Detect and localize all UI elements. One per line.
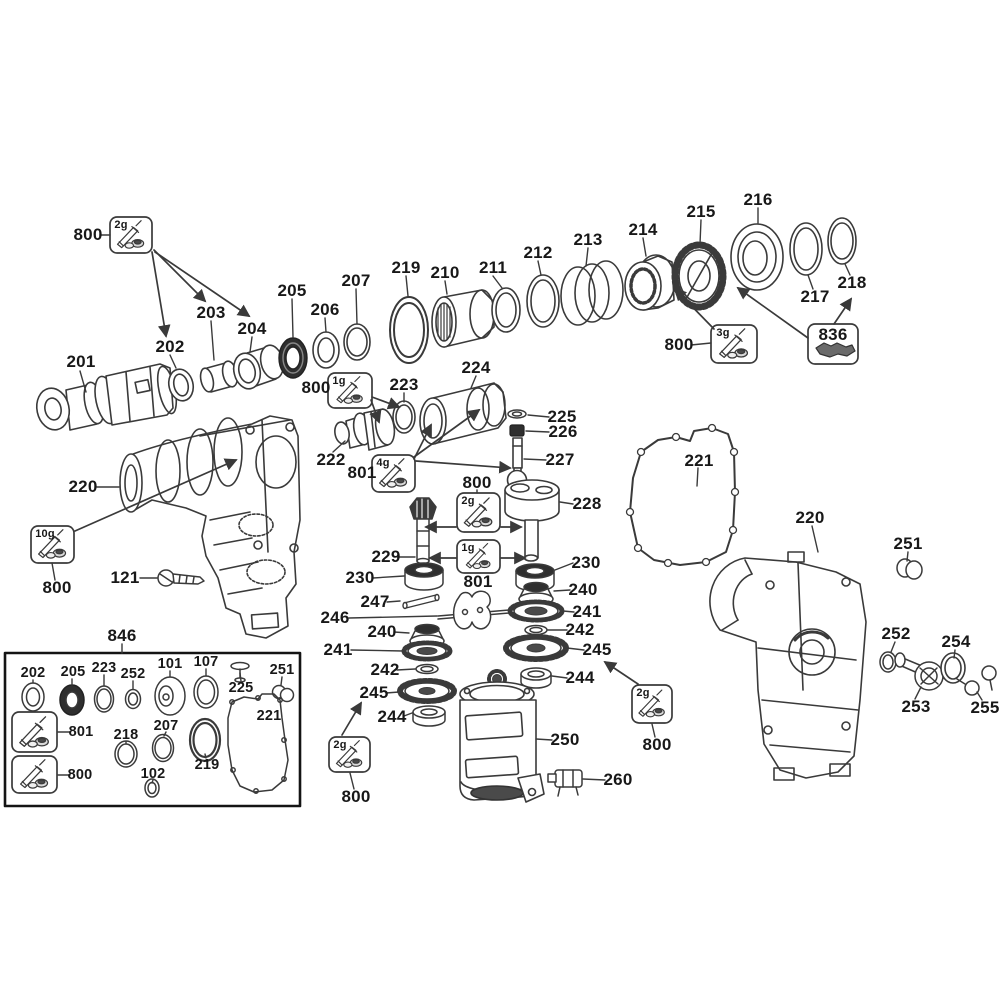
part-225-washer [507, 409, 527, 419]
part-836-box [807, 323, 859, 365]
part-219-oring-large [389, 296, 429, 364]
kit-221-gasket [227, 693, 289, 794]
part-216-bearing [730, 223, 784, 291]
part-254-ring [940, 652, 966, 684]
leader-lines [32, 207, 983, 790]
part-212-ring [526, 274, 560, 328]
part-218-ring [827, 217, 857, 265]
part-245-gear-left [397, 678, 457, 704]
part-215-ratchet-ring [671, 241, 727, 311]
part-206-ring [312, 331, 340, 369]
part-255-screws [956, 665, 997, 696]
part-229-gear-shaft [409, 497, 437, 565]
part-230-bearing-left [404, 562, 444, 591]
part-241-gear-right [507, 599, 565, 623]
part-245-gear-right [503, 634, 569, 662]
grease-box-1g-spindle [327, 372, 373, 409]
part-202-washer [167, 368, 195, 402]
part-204-cup [232, 344, 285, 390]
part-242-washer-right [524, 624, 548, 636]
part-213-spring [560, 260, 624, 326]
part-240-clutch-left [409, 623, 445, 648]
grease-box-2g-top [109, 216, 153, 254]
part-221-gasket [625, 423, 740, 568]
part-220-housing-right [709, 551, 867, 781]
part-241-gear-left [401, 640, 453, 662]
part-247-pin [402, 593, 440, 610]
part-201-barrel [35, 363, 178, 431]
part-253-mode-knob [894, 652, 944, 691]
callout-arrows [74, 249, 853, 736]
part-210-needle-bearing [431, 289, 495, 348]
part-242-washer-left [415, 663, 439, 675]
grease-box-1g-shafts [456, 539, 501, 574]
kit-grease-box-800 [11, 755, 58, 794]
grease-box-2g-gear-right [631, 684, 673, 724]
part-224-cylinder [419, 382, 507, 445]
part-250-motor [459, 669, 545, 803]
part-207-oring [343, 323, 371, 361]
part-205-seal [278, 337, 308, 379]
kit-grease-box-801 [11, 711, 58, 753]
part-244-bearing-right [520, 667, 552, 689]
part-217-ring [789, 222, 823, 276]
grease-box-3g-ratchet [710, 324, 758, 364]
part-226-cap [509, 424, 525, 437]
grease-box-4g-cylinder [371, 454, 416, 493]
grease-box-10g-housing [30, 525, 75, 564]
part-252-oring [879, 651, 897, 673]
part-211-ring [491, 287, 521, 333]
grease-box-2g-gear-left [328, 736, 371, 773]
part-244-bearing-left [412, 705, 446, 727]
part-214-spline-cup [624, 254, 676, 311]
part-121-screw [157, 569, 205, 587]
part-220-gearbox-housing-left [119, 415, 301, 639]
part-260-brush-holder [547, 769, 583, 797]
grease-box-2g-crank [456, 492, 501, 533]
part-251-plug [896, 558, 923, 580]
part-228-crank [504, 479, 560, 562]
